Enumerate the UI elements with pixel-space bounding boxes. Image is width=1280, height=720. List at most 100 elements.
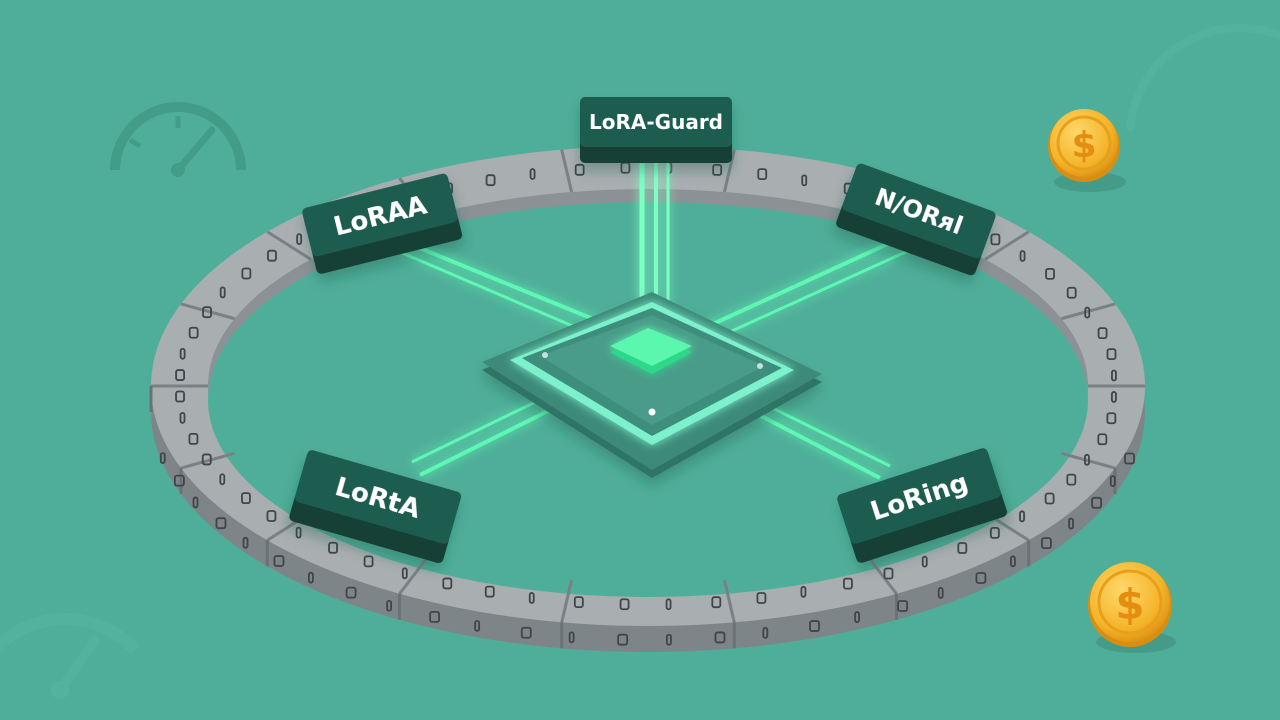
binary-glyph bbox=[1066, 286, 1077, 299]
module-lower-left: LoRtA bbox=[289, 450, 462, 564]
binary-glyph bbox=[1097, 327, 1108, 340]
binary-glyph bbox=[1111, 391, 1117, 403]
binary-glyph bbox=[619, 598, 630, 611]
binary-glyph bbox=[990, 233, 1001, 246]
binary-glyph bbox=[1068, 517, 1074, 530]
binary-glyph bbox=[219, 473, 226, 486]
binary-glyph bbox=[1084, 453, 1090, 466]
binary-glyph bbox=[201, 453, 212, 466]
binary-glyph bbox=[442, 577, 453, 590]
binary-glyph bbox=[957, 542, 968, 554]
binary-glyph bbox=[192, 496, 199, 509]
binary-glyph bbox=[159, 452, 166, 465]
binary-glyph bbox=[1044, 492, 1055, 505]
ring-segment-divider bbox=[984, 230, 1030, 261]
binary-glyph bbox=[520, 626, 532, 639]
binary-glyph bbox=[711, 596, 722, 609]
coin-symbol: $ bbox=[1115, 580, 1144, 629]
binary-glyph bbox=[1106, 412, 1117, 425]
gauge-icon bbox=[1126, 23, 1280, 131]
ring-segment-divider bbox=[722, 579, 736, 623]
binary-glyph bbox=[617, 633, 629, 646]
binary-glyph bbox=[188, 432, 199, 445]
binary-glyph bbox=[363, 555, 374, 568]
binary-glyph bbox=[921, 555, 928, 568]
binary-glyph bbox=[484, 585, 495, 598]
binary-glyph bbox=[1019, 510, 1025, 523]
binary-glyph bbox=[1084, 306, 1091, 319]
binary-glyph bbox=[241, 492, 251, 505]
binary-glyph bbox=[429, 610, 440, 623]
ring-segment-divider bbox=[266, 230, 312, 261]
binary-glyph bbox=[188, 326, 199, 339]
binary-glyph bbox=[295, 526, 302, 539]
ring-segment-divider bbox=[180, 451, 235, 470]
binary-glyph bbox=[568, 631, 575, 644]
binary-glyph bbox=[273, 555, 285, 567]
binary-glyph bbox=[242, 536, 249, 549]
gauge-icon bbox=[110, 102, 246, 177]
binary-glyph bbox=[574, 163, 585, 176]
binary-glyph bbox=[1045, 267, 1055, 280]
binary-glyph bbox=[714, 631, 726, 644]
binary-glyph bbox=[1106, 348, 1117, 361]
ring-segment-divider bbox=[560, 579, 574, 623]
binary-glyph bbox=[809, 620, 820, 632]
binary-glyph bbox=[666, 633, 672, 646]
binary-glyph bbox=[1109, 475, 1116, 487]
ring-segment-divider bbox=[1061, 302, 1116, 321]
binary-glyph bbox=[800, 585, 807, 598]
binary-glyph bbox=[267, 249, 277, 262]
beam-upper-left bbox=[399, 238, 621, 332]
binary-glyph bbox=[937, 587, 944, 599]
beam-upper-right bbox=[711, 248, 911, 342]
binary-glyph bbox=[762, 626, 769, 639]
binary-glyph bbox=[1091, 496, 1102, 509]
binary-glyph bbox=[474, 619, 481, 632]
ring-segment-divider bbox=[722, 149, 736, 193]
binary-glyph bbox=[386, 599, 393, 612]
binary-glyph bbox=[1010, 555, 1016, 568]
beam-lower-left bbox=[419, 398, 571, 477]
binary-glyph bbox=[975, 572, 987, 584]
binary-glyph bbox=[989, 526, 1000, 539]
coin-icon: $ bbox=[1088, 562, 1176, 653]
binary-glyph bbox=[215, 517, 227, 530]
ring-segment-divider bbox=[180, 302, 235, 321]
binary-glyph bbox=[1019, 250, 1026, 262]
binary-glyph bbox=[712, 163, 723, 176]
binary-glyph bbox=[179, 347, 186, 360]
binary-glyph bbox=[175, 369, 185, 381]
binary-glyph bbox=[528, 592, 535, 604]
gauge-icon bbox=[0, 613, 140, 699]
binary-glyph bbox=[1066, 473, 1077, 486]
beam-lower-right bbox=[739, 403, 881, 480]
binary-glyph bbox=[179, 411, 186, 424]
binary-glyph bbox=[345, 586, 357, 599]
beam-upper-right bbox=[699, 234, 906, 332]
binary-glyph bbox=[801, 174, 808, 187]
ring-segment-divider bbox=[866, 555, 898, 595]
binary-glyph bbox=[202, 306, 212, 319]
binary-glyph bbox=[219, 286, 226, 299]
module-upper-left: LoRAA bbox=[302, 173, 463, 274]
binary-glyph bbox=[1041, 537, 1052, 550]
module-label: LoRA-Guard bbox=[589, 110, 723, 134]
binary-glyph bbox=[266, 510, 277, 522]
ring-segment-divider bbox=[560, 149, 574, 193]
binary-glyph bbox=[854, 611, 860, 623]
binary-glyph bbox=[296, 233, 303, 246]
binary-glyph bbox=[175, 390, 185, 403]
core-node bbox=[610, 328, 692, 374]
coin-icon: $ bbox=[1048, 109, 1126, 192]
binary-glyph bbox=[883, 567, 894, 580]
binary-glyph bbox=[897, 600, 909, 612]
binary-glyph bbox=[843, 577, 853, 590]
coin-symbol: $ bbox=[1071, 125, 1096, 166]
beam-lower-right bbox=[751, 396, 891, 468]
binary-glyph bbox=[1111, 369, 1117, 382]
binary-glyph bbox=[401, 567, 408, 580]
binary-glyph bbox=[529, 168, 536, 180]
binary-glyph bbox=[485, 174, 496, 187]
